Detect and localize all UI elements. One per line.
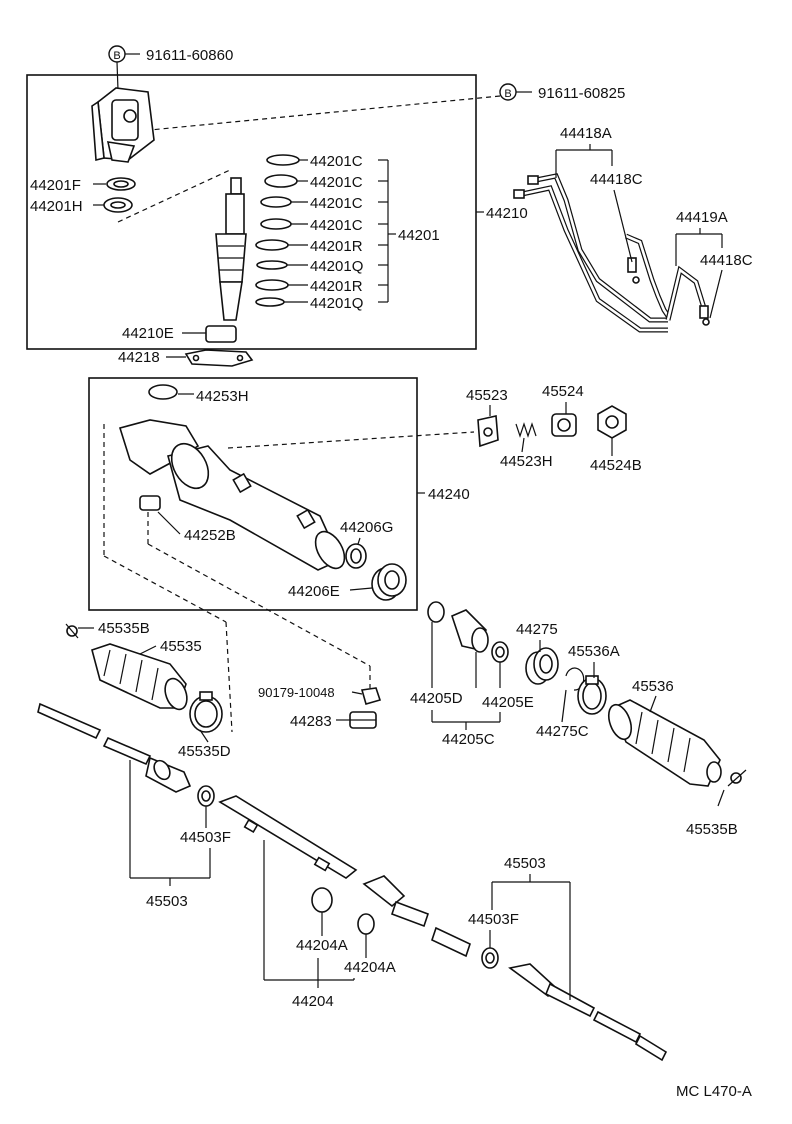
label-45536a: 45536A [568, 643, 620, 660]
rack-housing [118, 419, 346, 571]
plug-cap-44283 [349, 711, 377, 729]
label-kit-44201c-2: 44201C [310, 174, 363, 191]
label-44206g: 44206G [340, 519, 393, 536]
label-44210e: 44210E [122, 325, 174, 342]
label-kit-44201: 44201 [398, 227, 440, 244]
label-44204a-1: 44204A [296, 937, 348, 954]
label-45535b-left: 45535B [98, 620, 150, 637]
label-44418c-upper: 44418C [590, 171, 643, 188]
bushing-44252b [139, 495, 161, 511]
bushing-44253h [148, 384, 178, 400]
label-45535b-right: 45535B [686, 821, 738, 838]
label-44503f-left: 44503F [180, 829, 231, 846]
b-bolt-right-marker: B [499, 83, 517, 101]
cylinder-end-44275 [525, 647, 559, 685]
ring-44204a-1 [311, 887, 333, 913]
label-45523: 45523 [466, 387, 508, 404]
tie-rod-right [508, 963, 668, 1062]
rack-44204 [218, 795, 471, 958]
label-44205d: 44205D [410, 690, 463, 707]
label-44210: 44210 [486, 205, 528, 222]
cap-45524 [551, 413, 577, 437]
label-kit-44201q-2: 44201Q [310, 295, 363, 312]
seal-44206e [371, 563, 407, 601]
label-44204a-2: 44204A [344, 959, 396, 976]
tie-rod-left [37, 702, 192, 793]
seal-boot-44205 [451, 609, 489, 653]
oring-44205e [491, 641, 509, 663]
boot-45535-left [91, 643, 188, 711]
label-91611-60860: 91611-60860 [146, 47, 233, 64]
label-44419a: 44419A [676, 209, 728, 226]
label-45535: 45535 [160, 638, 202, 655]
lock-washer-44503f-left [197, 785, 215, 807]
boot-45536-right [607, 699, 722, 787]
label-91611-60825: 91611-60825 [538, 85, 625, 102]
label-44503f-right: 44503F [468, 911, 519, 928]
label-44524b: 44524B [590, 457, 642, 474]
label-44218: 44218 [118, 349, 160, 366]
label-45503-right: 45503 [504, 855, 546, 872]
b-bolt-top-marker: B [108, 45, 126, 63]
pinion-shaft [215, 177, 247, 321]
bearing-44210e [205, 325, 237, 343]
gasket-44218 [184, 349, 254, 367]
label-44283: 44283 [290, 713, 332, 730]
label-kit-44201r-1: 44201R [310, 238, 363, 255]
label-kit-44201c-1: 44201C [310, 153, 363, 170]
plug-90179 [360, 687, 382, 705]
label-90179-10048: 90179-10048 [258, 685, 335, 700]
label-44252b: 44252B [184, 527, 236, 544]
label-44418a: 44418A [560, 125, 612, 142]
label-45536: 45536 [632, 678, 674, 695]
oring-44205d [427, 601, 445, 623]
housing-frame [88, 377, 418, 611]
clamp-45536a [577, 675, 607, 715]
label-44275: 44275 [516, 621, 558, 638]
label-44204: 44204 [292, 993, 334, 1010]
label-44418c-lower: 44418C [700, 252, 753, 269]
label-44206e: 44206E [288, 583, 340, 600]
label-45503-left: 45503 [146, 893, 188, 910]
label-44205c: 44205C [442, 731, 495, 748]
label-44523h: 44523H [500, 453, 553, 470]
label-44240: 44240 [428, 486, 470, 503]
label-kit-44201q-1: 44201Q [310, 258, 363, 275]
label-44253h: 44253H [196, 388, 249, 405]
svg-text:B: B [113, 50, 120, 62]
control-valve-body [91, 87, 155, 163]
label-44205e: 44205E [482, 694, 534, 711]
label-kit-44201r-2: 44201R [310, 278, 363, 295]
label-kit-44201c-3: 44201C [310, 195, 363, 212]
svg-text:B: B [504, 88, 511, 100]
clip-45535b-right [727, 769, 747, 787]
label-44201h: 44201H [30, 198, 83, 215]
label-45524: 45524 [542, 383, 584, 400]
pressure-tubes [513, 173, 710, 333]
clamp-45535d [189, 691, 223, 733]
label-44201f: 44201F [30, 177, 81, 194]
catalog-code: MC L470-A [676, 1083, 752, 1100]
clip-45535b-left [65, 623, 79, 639]
seal-kit-rings [255, 154, 300, 307]
label-44275c: 44275C [536, 723, 589, 740]
lock-washer-44503f-right [481, 947, 499, 969]
spring-44523h [515, 422, 537, 438]
label-kit-44201c-4: 44201C [310, 217, 363, 234]
ring-44204a-2 [357, 913, 375, 935]
label-45535d: 45535D [178, 743, 231, 760]
